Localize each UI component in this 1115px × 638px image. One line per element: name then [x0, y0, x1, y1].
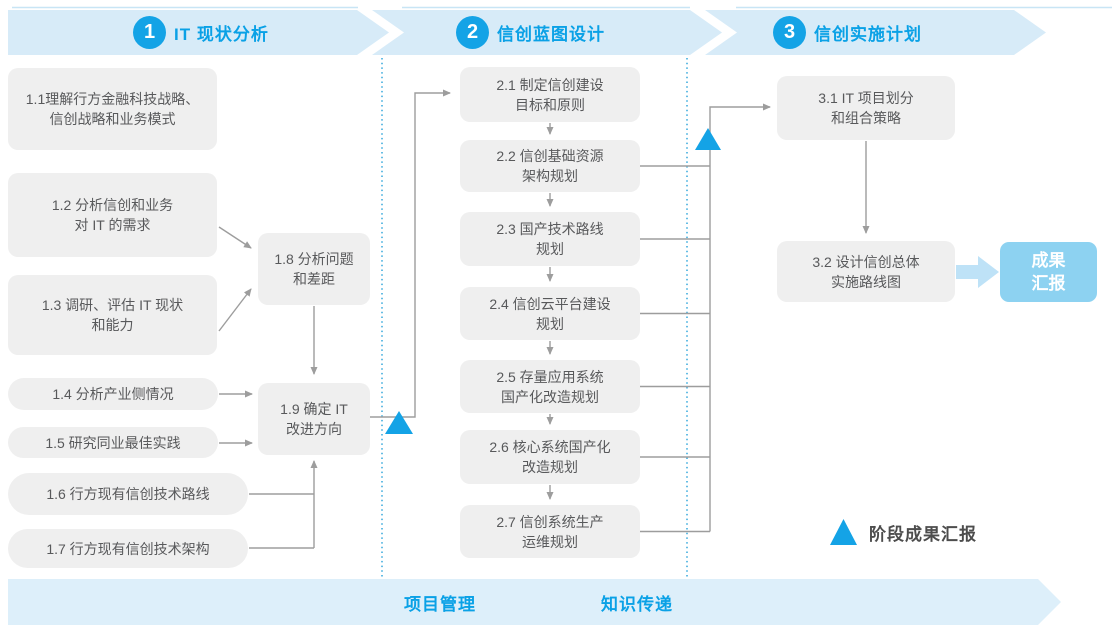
step-box-1-6: 1.6 行方现有信创技术路线 [8, 473, 248, 515]
footer-banner [8, 579, 1061, 625]
step-box-1-2: 1.2 分析信创和业务 对 IT 的需求 [8, 173, 217, 257]
step-box-3-2: 3.2 设计信创总体 实施路线图 [777, 241, 955, 302]
milestone-triangle-phase2 [695, 128, 721, 150]
footer-label-project-management: 项目管理 [404, 594, 476, 614]
phase-divider-lines [381, 58, 688, 577]
deliverable-arrow-icon [956, 256, 999, 288]
step-box-2-5: 2.5 存量应用系统 国产化改造规划 [460, 360, 640, 413]
phase1-title: IT 现状分析 [174, 25, 269, 44]
step-box-1-3: 1.3 调研、评估 IT 现状 和能力 [8, 275, 217, 355]
step-box-2-6: 2.6 核心系统国产化 改造规划 [460, 430, 640, 484]
step-box-2-2: 2.2 信创基础资源 架构规划 [460, 140, 640, 192]
footer-label-knowledge-transfer: 知识传递 [601, 594, 673, 614]
milestone-triangle-phase1 [385, 411, 413, 434]
step-box-2-4: 2.4 信创云平台建设 规划 [460, 287, 640, 340]
legend-label: 阶段成果汇报 [869, 524, 977, 544]
phase2-number-badge: 2 [456, 16, 489, 49]
deliverable-box: 成果 汇报 [1000, 242, 1097, 302]
step-box-1-9: 1.9 确定 IT 改进方向 [258, 383, 370, 455]
step-box-2-1: 2.1 制定信创建设 目标和原则 [460, 67, 640, 122]
step-box-1-5: 1.5 研究同业最佳实践 [8, 427, 218, 458]
phase1-banner [8, 10, 389, 55]
step-box-1-8: 1.8 分析问题 和差距 [258, 233, 370, 305]
step-box-2-7: 2.7 信创系统生产 运维规划 [460, 505, 640, 558]
phase1-number-badge: 1 [133, 16, 166, 49]
phase2-title: 信创蓝图设计 [497, 25, 605, 44]
legend-triangle-icon [830, 519, 857, 545]
phase3-title: 信创实施计划 [814, 25, 922, 44]
step-box-2-3: 2.3 国产技术路线 规划 [460, 212, 640, 266]
milestone-triangles [385, 128, 857, 545]
step-box-1-4: 1.4 分析产业侧情况 [8, 378, 218, 410]
connector-lines [218, 89, 870, 549]
step-box-1-1: 1.1理解行方金融科技战略、 信创战略和业务模式 [8, 68, 217, 150]
phase3-number-badge: 3 [773, 16, 806, 49]
step-box-3-1: 3.1 IT 项目划分 和组合策略 [777, 76, 955, 140]
step-box-1-7: 1.7 行方现有信创技术架构 [8, 529, 248, 568]
